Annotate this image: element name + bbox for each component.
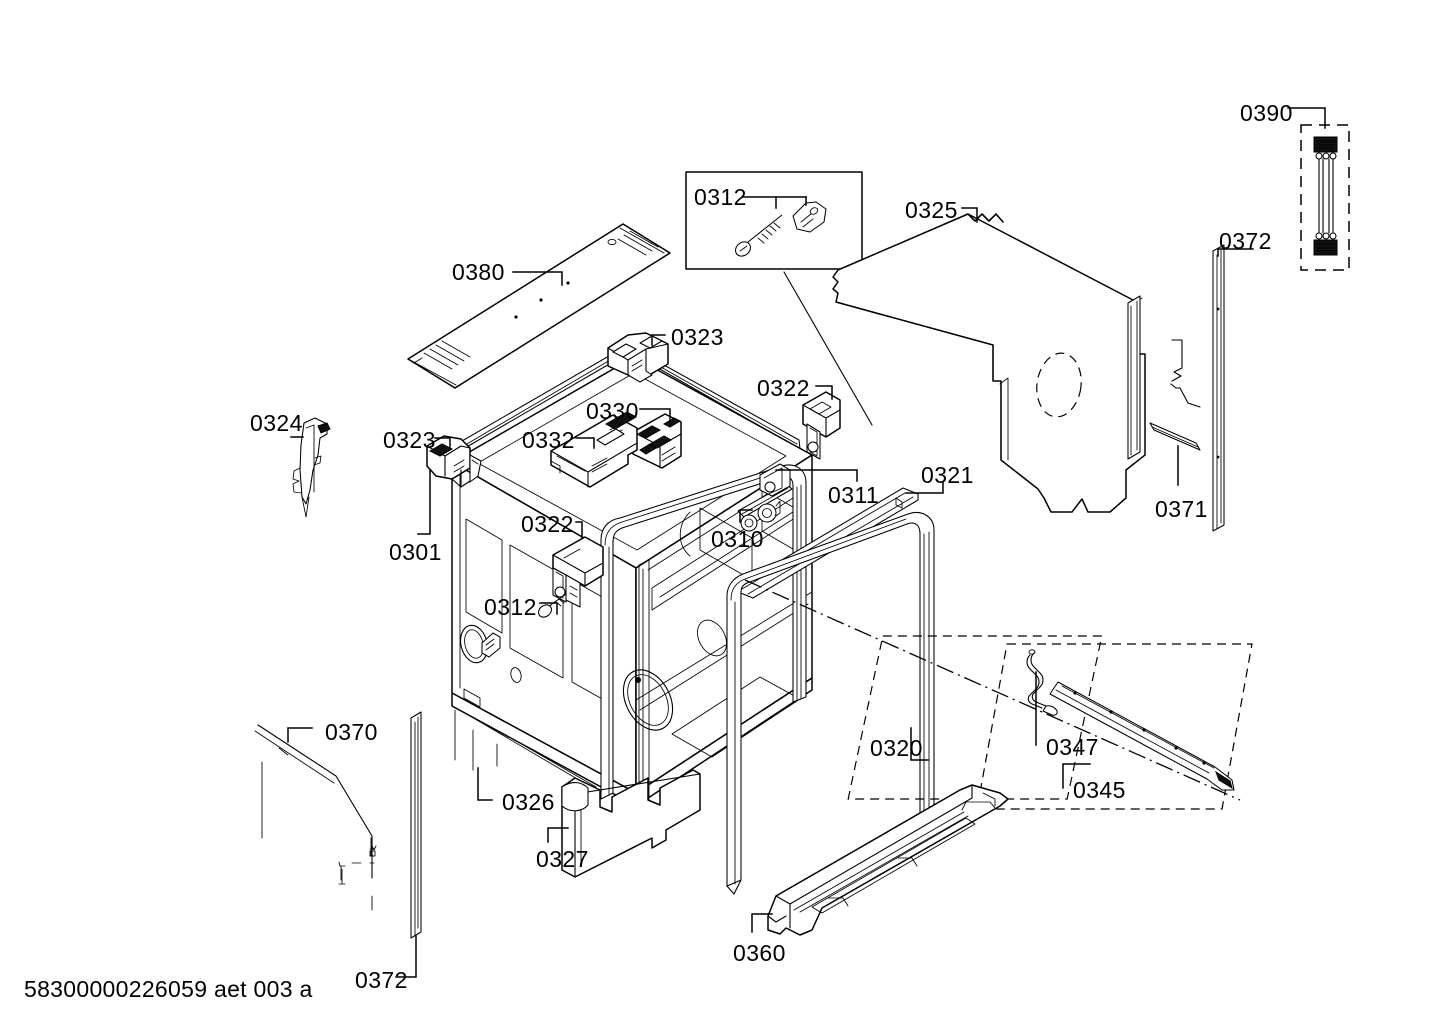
part-0326-base-plinth: [454, 709, 498, 771]
callout-label-0321: 0321: [921, 462, 974, 488]
callout-label-0326: 0326: [502, 789, 555, 815]
callout-label-0390: 0390: [1240, 100, 1293, 126]
part-0371-side-bracket: [1149, 339, 1201, 451]
leader-0372-left: [395, 935, 417, 978]
leader-0323-top: [651, 334, 666, 346]
part-0390-wiring-harness: [1300, 124, 1350, 271]
leader-0323-left: [434, 437, 451, 448]
callout-label-0330: 0330: [586, 398, 639, 424]
callout-label-0301: 0301: [389, 539, 442, 565]
part-0320-door-seal: [726, 512, 935, 895]
part-0323-corner-bracket-rear: [607, 332, 669, 383]
leader-0325: [961, 207, 978, 223]
callout-label-0323-top: 0323: [671, 324, 724, 350]
leader-0330: [639, 408, 671, 425]
leader-0380: [512, 271, 563, 286]
callout-label-0360: 0360: [733, 940, 786, 966]
part-0345-rail: [1049, 681, 1235, 791]
leader-0326: [477, 767, 493, 801]
door-opening-frame: [600, 464, 807, 800]
callout-label-0371: 0371: [1155, 496, 1208, 522]
part-0322-catch-upper: [802, 391, 841, 460]
part-0301-cabinet-housing: [426, 332, 841, 878]
leader-0322-lower: [575, 521, 583, 539]
callout-label-0327: 0327: [536, 846, 589, 872]
callout-label-0322-lower: 0322: [521, 511, 574, 537]
callout-label-0322-upper: 0322: [757, 375, 810, 401]
callout-label-0312-inset: 0312: [694, 184, 747, 210]
callout-label-0372-left: 0372: [355, 967, 408, 993]
leader-0370: [287, 727, 313, 743]
callout-label-0380: 0380: [452, 259, 505, 285]
callout-label-0345: 0345: [1073, 777, 1126, 803]
callout-label-0332: 0332: [522, 427, 575, 453]
leader-0372-right: [1217, 248, 1254, 257]
leader-0310: [739, 509, 753, 523]
callout-label-0312-main: 0312: [484, 594, 537, 620]
part-0324-rail-clip: [292, 417, 331, 518]
leader-0321: [905, 481, 944, 494]
part-0332-module-cover: [550, 411, 638, 488]
part-0312-screw-cabinet: [481, 593, 567, 658]
callout-label-0347: 0347: [1046, 734, 1099, 760]
callout-label-0320: 0320: [870, 735, 923, 761]
callout-label-0324: 0324: [250, 410, 303, 436]
callout-label-0325: 0325: [905, 197, 958, 223]
leader-0332: [575, 437, 595, 449]
part-0345-rail-set: [847, 635, 1103, 800]
leader-0360: [751, 913, 773, 933]
callout-label-0372-right: 0372: [1219, 228, 1272, 254]
part-0325-insulation-wrap: [832, 213, 1146, 513]
callout-label-0311: 0311: [828, 482, 880, 508]
part-0372-right-trim: [1212, 244, 1225, 532]
screw-icon: [735, 214, 783, 257]
leader-0301: [417, 469, 431, 535]
part-0322-catch-lower: [552, 536, 604, 608]
dashed-region-0345: [976, 643, 1253, 810]
callout-label-0310: 0310: [711, 526, 764, 552]
part-0372-left-trim: [410, 711, 422, 939]
part-0330-control-module: [632, 413, 682, 469]
part-0311-hinge-roller: [759, 463, 791, 497]
part-0380-top-cover-plate: [407, 223, 671, 389]
leader-0345: [1062, 763, 1091, 789]
wall-plug-icon: [792, 201, 827, 233]
leader-0390: [1287, 107, 1326, 129]
leader-0312-main: [539, 602, 558, 615]
part-0360-base-tray: [767, 784, 1009, 936]
leader-0322-upper: [815, 385, 833, 400]
leader-0327: [547, 827, 569, 843]
assembly-axis-line: [744, 579, 1241, 801]
part-0327-front-base-trim: [561, 769, 701, 878]
drawing-footer-code: 58300000226059 aet 003 a: [24, 976, 313, 1002]
leader-0312-inset: [741, 196, 873, 426]
leader-0311: [775, 469, 858, 482]
callout-label-0323-left: 0323: [383, 427, 436, 453]
leader-0320: [910, 727, 929, 761]
callout-label-0370: 0370: [325, 719, 378, 745]
part-0370-door-reference: [254, 724, 377, 911]
detail-box-0312: [685, 171, 863, 270]
part-0347-spring-clip: [1026, 649, 1058, 716]
